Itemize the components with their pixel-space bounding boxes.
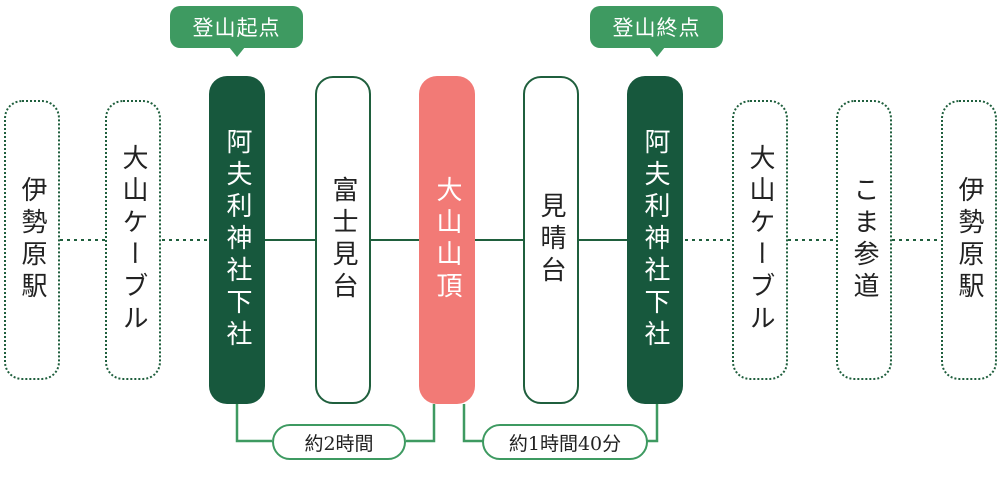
node-label: 伊勢原駅 — [954, 176, 984, 304]
ascent-duration-badge: 約2時間 — [272, 424, 406, 460]
node-label: 阿夫利神社下社 — [222, 128, 252, 352]
node-label: 大山山頂 — [432, 176, 462, 304]
node-label: 大山ケーブル — [745, 144, 775, 336]
node-afuri-shrine-start: 阿夫利神社下社 — [209, 76, 265, 404]
node-oyama-cable-up: 大山ケーブル — [105, 100, 161, 380]
node-label: 阿夫利神社下社 — [640, 128, 670, 352]
start-marker-label: 登山起点 — [192, 16, 281, 40]
node-isehara-station-end: 伊勢原駅 — [941, 100, 997, 380]
end-marker-badge: 登山終点 — [590, 6, 723, 57]
descent-bracket — [646, 404, 659, 443]
node-label: 大山ケーブル — [118, 144, 148, 336]
node-label: 伊勢原駅 — [17, 176, 47, 304]
node-label: 見晴台 — [536, 192, 566, 288]
node-fujimidai: 富士見台 — [315, 76, 371, 404]
node-label: 富士見台 — [328, 176, 358, 304]
descent-bracket — [462, 404, 484, 443]
node-label: こま参道 — [849, 176, 879, 304]
start-marker-badge: 登山起点 — [170, 6, 303, 57]
node-miharashidai: 見晴台 — [523, 76, 579, 404]
node-oyama-summit: 大山山頂 — [419, 76, 475, 404]
ascent-bracket — [235, 404, 272, 443]
node-oyama-cable-down: 大山ケーブル — [732, 100, 788, 380]
node-afuri-shrine-end: 阿夫利神社下社 — [627, 76, 683, 404]
node-isehara-station-start: 伊勢原駅 — [4, 100, 60, 380]
descent-duration-label: 約1時間40分 — [508, 432, 622, 455]
ascent-bracket — [406, 404, 436, 443]
ascent-duration-label: 約2時間 — [304, 432, 374, 455]
node-koma-sando: こま参道 — [836, 100, 892, 380]
descent-duration-badge: 約1時間40分 — [482, 424, 648, 460]
end-marker-label: 登山終点 — [612, 16, 701, 40]
